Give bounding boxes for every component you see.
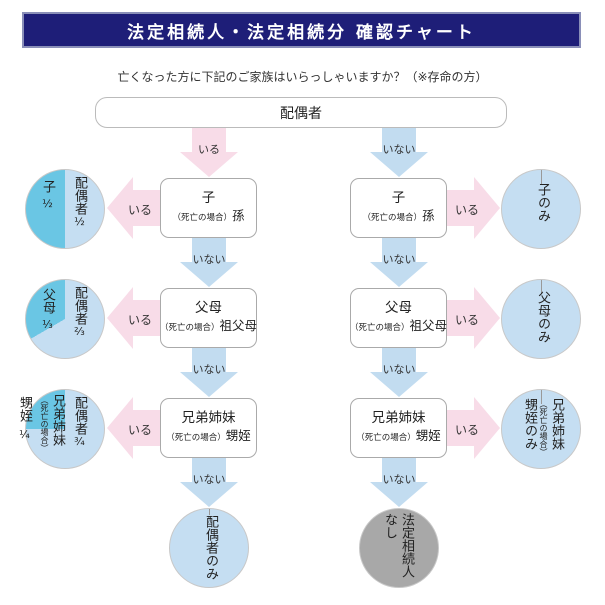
node-right-parents: 父母 （死亡の場合）祖父母 [350, 288, 447, 348]
node-sub: 甥姪 [225, 427, 251, 443]
label-l2-yes: いる [127, 313, 152, 327]
label-r2-yes: いる [454, 313, 479, 327]
node-sub: 祖父母 [409, 317, 448, 333]
pie-spouse-share: ⅔ [74, 325, 85, 338]
question-text: 亡くなった方に下記のご家族はいらっしゃいますか？（※存命の方） [117, 70, 488, 84]
pie-spouse-share: ¾ [74, 435, 85, 448]
result-children-only: 子のみ [501, 169, 581, 249]
result-label: 父母のみ [535, 291, 550, 343]
node-main: 兄弟姉妹 [181, 409, 236, 426]
arrows-down-right-column [370, 238, 428, 507]
result-label-sub: なし [382, 513, 397, 539]
node-right-siblings: 兄弟姉妹 （死亡の場合）甥姪 [350, 398, 447, 458]
node-left-children: 子 （死亡の場合）孫 [160, 178, 257, 238]
label-l3-no: いない [192, 473, 226, 486]
root-spouse-box: 配偶者 [95, 97, 507, 128]
node-sub: 孫 [422, 207, 435, 223]
node-note: （死亡の場合） [349, 322, 410, 333]
label-r3-yes: いる [454, 423, 479, 437]
result-label-main: 兄弟姉妹 [549, 398, 564, 450]
pie-heir-share: ¼ [19, 428, 30, 441]
node-sub: 孫 [232, 207, 245, 223]
label-r2-no: いない [382, 363, 416, 376]
result-label: 子のみ [535, 183, 550, 222]
pie-heir-note: （死亡の場合） [40, 396, 49, 452]
label-l3-yes: いる [127, 423, 152, 437]
node-note: （死亡の場合） [166, 432, 226, 443]
pie-siblings-outside-label: 甥姪 ¼ [17, 396, 32, 441]
pie-spouse-label: 配偶者 [72, 176, 87, 215]
result-no-heirs: 法定相続人 なし [359, 508, 439, 588]
pie-heir-label: 兄弟姉妹 [50, 394, 65, 446]
label-r1-no: いない [382, 253, 416, 266]
label-l2-no: いない [192, 363, 226, 376]
node-note: （死亡の場合） [362, 212, 422, 223]
arrow-down-yes-root [180, 128, 238, 177]
label-l1-no: いない [192, 253, 226, 266]
node-note: （死亡の場合） [356, 432, 416, 443]
arrows-right-yes [447, 177, 500, 459]
node-sub: 甥姪 [415, 427, 441, 443]
pie-heir-label: 父母 [40, 288, 55, 314]
node-sub: 祖父母 [219, 317, 258, 333]
pie-heir-sub: 甥姪 [17, 396, 32, 422]
result-spouse-only: 配偶者のみ [169, 508, 249, 588]
pie-spouse-label: 配偶者 [72, 286, 87, 325]
pie-spouse-label: 配偶者 [72, 396, 87, 435]
node-note: （死亡の場合） [159, 322, 220, 333]
pie-spouse-children: 子 ½ 配偶者 ½ [25, 169, 105, 249]
arrow-down-no-root [370, 128, 428, 177]
label-r1-yes: いる [454, 203, 479, 217]
root-label: 配偶者 [280, 105, 322, 122]
node-left-parents: 父母 （死亡の場合）祖父母 [160, 288, 257, 348]
result-label-note: （死亡の場合） [539, 400, 548, 456]
result-parents-only: 父母のみ [501, 279, 581, 359]
result-label: 配偶者のみ [203, 515, 218, 580]
pie-heir-share: ⅓ [42, 318, 53, 331]
node-left-siblings: 兄弟姉妹 （死亡の場合）甥姪 [160, 398, 257, 458]
node-right-children: 子 （死亡の場合）孫 [350, 178, 447, 238]
label-root-no: いない [382, 143, 416, 156]
node-main: 子 [391, 189, 406, 206]
label-l1-yes: いる [127, 203, 152, 217]
result-siblings-only: 兄弟姉妹 （死亡の場合） 甥姪のみ [501, 389, 581, 469]
chart-title-banner: 法定相続人・法定相続分 確認チャート [22, 12, 581, 48]
result-label-sub: 甥姪のみ [522, 398, 537, 450]
result-label-main: 法定相続人 [399, 513, 414, 578]
node-main: 兄弟姉妹 [371, 409, 426, 426]
node-note: （死亡の場合） [172, 212, 232, 223]
arrows-down-left-column [180, 238, 238, 507]
pie-heir-share: ½ [42, 197, 53, 210]
pie-spouse-parents: 父母 ⅓ 配偶者 ⅔ [25, 279, 105, 359]
node-main: 父母 [385, 299, 412, 316]
label-root-yes: いる [198, 143, 220, 156]
label-r3-no: いない [382, 473, 416, 486]
node-main: 父母 [195, 299, 222, 316]
node-main: 子 [201, 189, 216, 206]
pie-spouse-share: ½ [74, 215, 85, 228]
pie-heir-label: 子 [40, 180, 55, 193]
arrows-left-yes [107, 177, 160, 459]
pie-spouse-siblings: 兄弟姉妹 （死亡の場合） 配偶者 ¾ [25, 389, 105, 469]
chart-title: 法定相続人・法定相続分 確認チャート [127, 22, 476, 43]
